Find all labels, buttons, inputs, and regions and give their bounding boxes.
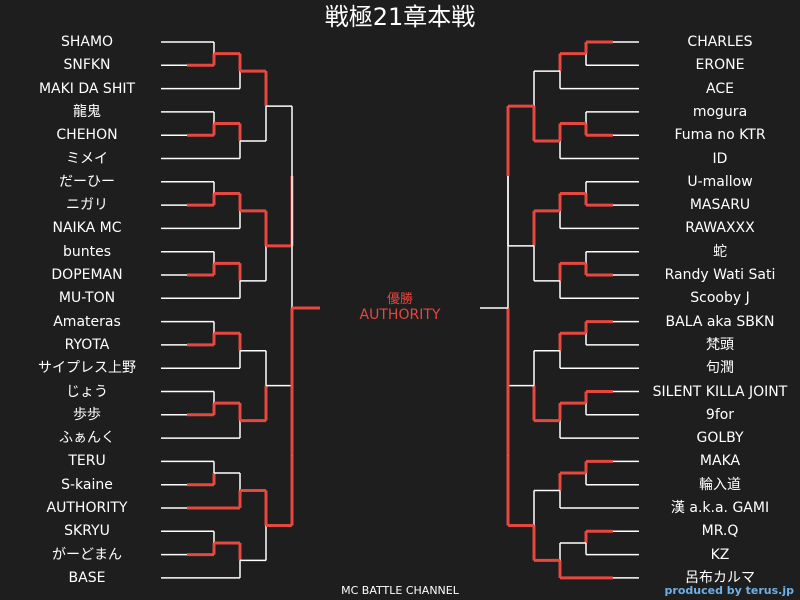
page-title: 戦極21章本戦 xyxy=(324,3,476,31)
left-participant-name: AUTHORITY xyxy=(46,500,128,516)
right-participant-name: MAKA xyxy=(699,453,741,470)
right-participant-name: 輪入道 xyxy=(699,476,741,493)
winner-label: 優勝 xyxy=(386,292,413,307)
right-participant-name: 9for xyxy=(705,406,735,423)
left-participant-name: 龍鬼 xyxy=(73,103,101,120)
left-participant-name: MAKI DA SHIT xyxy=(38,80,136,97)
right-participant-name: MASARU xyxy=(689,197,751,214)
footer-text: MC BATTLE CHANNEL xyxy=(341,584,459,597)
left-participant-name: サイプレス上野 xyxy=(38,360,136,377)
left-participant-name: S-kaine xyxy=(61,476,113,493)
left-participant-name: NAIKA MC xyxy=(52,220,122,237)
left-participant-name: DOPEMAN xyxy=(51,267,123,283)
right-participant-name: ERONE xyxy=(695,57,745,74)
right-participant-name: 蛇 xyxy=(713,243,727,260)
credit-text: produced by terus.jp xyxy=(664,584,794,597)
left-participant-name: CHEHON xyxy=(56,127,118,144)
left-participant-name: じょう xyxy=(66,383,108,400)
right-participant-name: 漢 a.k.a. GAMI xyxy=(670,500,770,516)
right-participant-name: U-mallow xyxy=(687,173,753,190)
left-participant-name: 歩歩 xyxy=(73,406,101,423)
right-participant-name: ID xyxy=(712,150,728,167)
left-participant-name: TERU xyxy=(68,453,106,470)
right-participant-name: KZ xyxy=(710,546,730,563)
right-participant-name: mogura xyxy=(692,103,748,120)
right-participant-name: RAWAXXX xyxy=(685,220,755,237)
right-participant-name: MR.Q xyxy=(701,523,739,540)
right-participant-name: Fuma no KTR xyxy=(674,127,766,144)
left-participant-name: SHAMO xyxy=(60,34,114,50)
left-participant-name: ニガリ xyxy=(66,197,108,214)
left-participant-name: Amateras xyxy=(53,313,121,330)
left-participant-name: RYOTA xyxy=(64,336,110,353)
right-participant-name: BALA aka SBKN xyxy=(665,313,775,330)
left-participant-name: SKRYU xyxy=(64,523,110,540)
right-participant-name: GOLBY xyxy=(696,430,744,447)
left-participant-name: buntes xyxy=(62,243,112,260)
right-participant-name: 梵頭 xyxy=(706,336,734,353)
left-participant-name: がーどまん xyxy=(52,546,122,563)
right-participant-name: 句潤 xyxy=(706,360,734,377)
right-participant-name: CHARLES xyxy=(687,34,753,50)
right-participant-name: Randy Wati Sati xyxy=(664,267,776,283)
right-participant-name: Scooby J xyxy=(690,290,750,307)
left-participant-name: BASE xyxy=(68,569,106,586)
champion-name: AUTHORITY xyxy=(359,307,441,323)
left-participant-name: MU-TON xyxy=(58,290,116,307)
right-participant-name: 呂布カルマ xyxy=(685,569,755,586)
right-participant-name: SILENT KILLA JOINT xyxy=(652,383,788,400)
left-participant-name: ふぁんく xyxy=(59,430,115,447)
left-participant-name: だーひー xyxy=(59,173,115,190)
right-participant-name: ACE xyxy=(706,80,734,97)
left-participant-name: SNFKN xyxy=(63,57,111,74)
left-participant-name: ミメイ xyxy=(66,150,108,167)
